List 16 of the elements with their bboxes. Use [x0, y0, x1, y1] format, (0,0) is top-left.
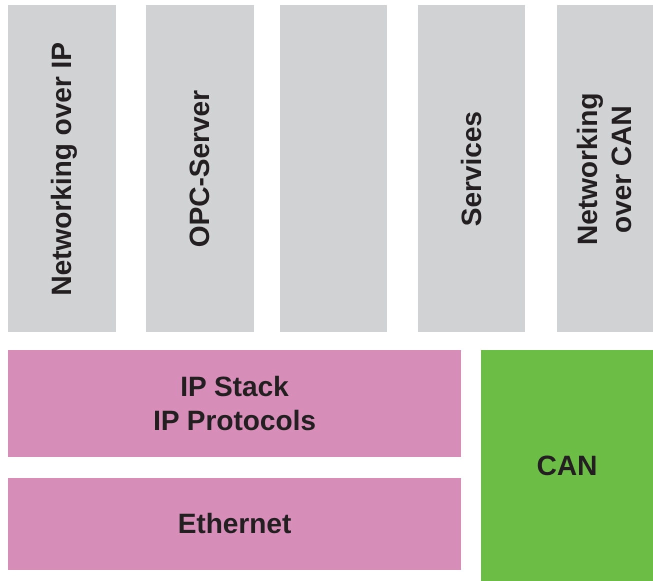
stack-column: [557, 5, 653, 332]
layer-box: [8, 350, 461, 457]
layer-label: Ethernet: [178, 507, 292, 541]
layer-label: Services: [454, 110, 488, 226]
stack-column: [146, 5, 254, 332]
layer-label: Networking over CAN: [571, 91, 638, 247]
layer-box: [8, 478, 461, 570]
layer-label: OPC-Server: [183, 90, 216, 248]
layer-label: IP Stack: [180, 370, 289, 404]
layer-box: [481, 350, 653, 581]
layer-label: CAN: [536, 448, 598, 482]
layer-label: IP Protocols: [153, 404, 316, 438]
stack-column: [280, 5, 387, 332]
layer-label: Networking over IP: [45, 42, 78, 296]
stack-column: [8, 5, 116, 332]
stack-column: [418, 5, 525, 332]
